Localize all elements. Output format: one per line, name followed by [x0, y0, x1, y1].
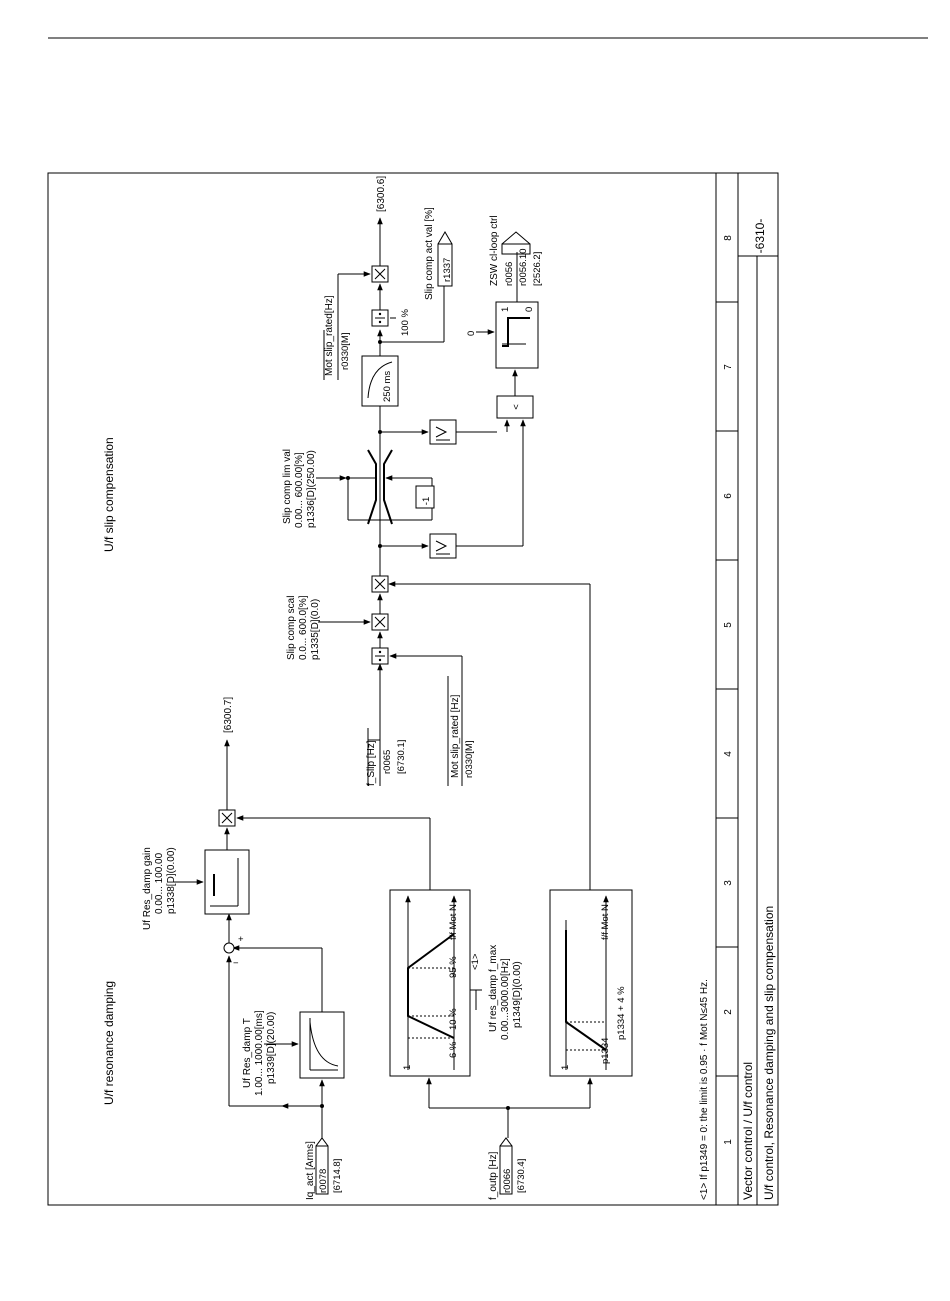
col-7: 7: [723, 364, 734, 370]
svg-text:Mot slip_rated [Hz]: Mot slip_rated [Hz]: [450, 694, 461, 778]
svg-text:p1349[D](0.00): p1349[D](0.00): [512, 961, 523, 1028]
footnote: <1> If p1349 = 0: the limit is 0.95 · f …: [699, 979, 710, 1200]
res-damp-profile-block: [389, 889, 471, 1077]
f-outp-input: f_outp [Hz] r0066 [6730.4]: [488, 1137, 527, 1200]
svg-text:0: 0: [466, 331, 477, 336]
col-4: 4: [723, 751, 734, 757]
svg-text:r1337: r1337: [442, 258, 453, 282]
svg-text:1: 1: [560, 1065, 571, 1070]
svg-text:Slip comp scal: Slip comp scal: [286, 596, 297, 660]
column-numbers: 1 2 3 4 5 6 7 8: [723, 235, 734, 1145]
svg-text:[6730.4]: [6730.4]: [516, 1159, 527, 1193]
svg-text:f/f Mot N: f/f Mot N: [448, 904, 459, 940]
negate-label: -1: [421, 497, 432, 505]
svg-text:[6730.1]: [6730.1]: [396, 740, 407, 774]
slip-comp-profile-block: [549, 889, 633, 1077]
svg-text:<1>: <1>: [470, 953, 481, 970]
plus-sign: +: [238, 934, 244, 945]
footer-title-2: U/f control, Resonance damping and slip …: [762, 906, 776, 1200]
col-3: 3: [723, 880, 734, 886]
trapezoid-curve: 1 6 % 10 % 95 % f/f Mot N: [402, 895, 459, 1070]
zsw-output: ZSW cl-loop ctrl r0056 r0056.10 [2526.2]: [489, 215, 543, 286]
svg-text:r0078: r0078: [318, 1169, 329, 1193]
svg-text:1.00... 1000.00[ms]: 1.00... 1000.00[ms]: [254, 1010, 265, 1096]
slip-comp-act-output: Slip comp act val [%] r1337: [424, 207, 453, 300]
svg-text:r0330[M]: r0330[M]: [464, 741, 475, 779]
svg-text:r0065: r0065: [382, 750, 393, 774]
col-1: 1: [723, 1139, 734, 1145]
svg-text:p1338[D](0.00): p1338[D](0.00): [166, 847, 177, 914]
svg-text:1: 1: [500, 307, 511, 312]
gain-block: [204, 849, 250, 915]
svg-text:ZSW cl-loop ctrl: ZSW cl-loop ctrl: [489, 215, 500, 286]
mot-slip-rated-input-b: Mot slip_rated[Hz] r0330[M]: [323, 295, 351, 380]
res-damp-fmax-param: <1> Uf res_damp f_max 0.00...3000.00[Hz]…: [470, 945, 523, 1040]
svg-text:f_Slip [Hz]: f_Slip [Hz]: [366, 740, 377, 786]
pt1-filter-block: [299, 1011, 345, 1079]
svg-text:p1335[D](0.0): p1335[D](0.0): [310, 599, 321, 660]
svg-text:<: <: [511, 404, 522, 410]
column-separators: [716, 301, 738, 1077]
ramp-curve: 1 p1334 p1334 + 4 % f/f Mot N: [560, 895, 627, 1070]
svg-text:r0066: r0066: [502, 1169, 513, 1193]
svg-text:95 %: 95 %: [448, 956, 459, 978]
mot-slip-rated-input-a: Mot slip_rated [Hz] r0330[M]: [447, 676, 475, 786]
svg-text:Iq_act [Arms]: Iq_act [Arms]: [305, 1141, 316, 1200]
svg-text:p1334: p1334: [600, 1038, 611, 1064]
svg-text:r0330[M]: r0330[M]: [340, 333, 351, 371]
iq-act-input: Iq_act [Arms] r0078 [6714.8]: [305, 1137, 343, 1200]
col-8: 8: [723, 235, 734, 241]
negate-block: [415, 485, 435, 509]
res-damp-output-ref: [6300.7]: [223, 697, 234, 733]
svg-text:r0056: r0056: [504, 262, 515, 286]
svg-text:Uf Res_damp gain: Uf Res_damp gain: [142, 847, 153, 930]
pct-100-label: 100 %: [400, 309, 411, 336]
col-6: 6: [723, 493, 734, 499]
svg-text:p1339[D](20.00): p1339[D](20.00): [266, 1012, 277, 1084]
svg-text:250 ms: 250 ms: [382, 371, 393, 402]
svg-text:6 %: 6 %: [448, 1041, 459, 1058]
svg-text:Slip comp lim val: Slip comp lim val: [282, 449, 293, 524]
svg-text:r0056.10: r0056.10: [518, 248, 529, 286]
svg-text:Mot slip_rated[Hz]: Mot slip_rated[Hz]: [324, 295, 335, 376]
svg-text:[6714.8]: [6714.8]: [332, 1159, 343, 1193]
svg-text:f/f Mot N: f/f Mot N: [600, 904, 611, 940]
svg-text:[2526.2]: [2526.2]: [532, 252, 543, 286]
f-slip-input: f_Slip [Hz] r0065 [6730.1]: [366, 728, 407, 786]
diagram-frame: [47, 172, 779, 1206]
svg-text:1: 1: [402, 1065, 413, 1070]
res-damp-t-param: Uf Res_damp T 1.00... 1000.00[ms] p1339[…: [242, 1010, 299, 1096]
svg-text:0: 0: [524, 307, 535, 312]
section-slip-compensation: U/f slip compensation: [102, 437, 116, 552]
svg-text:0.00...3000.00[Hz]: 0.00...3000.00[Hz]: [500, 958, 511, 1040]
compare-block-low: [429, 533, 457, 559]
footer-page-number: -6310-: [753, 219, 767, 254]
svg-text:p1336[D](250.00): p1336[D](250.00): [306, 450, 317, 528]
svg-text:0.00... 600.00[%]: 0.00... 600.00[%]: [294, 452, 305, 528]
svg-text:Uf Res_damp T: Uf Res_damp T: [242, 1018, 253, 1088]
col-5: 5: [723, 622, 734, 628]
svg-text:Slip comp act val [%]: Slip comp act val [%]: [424, 207, 435, 300]
slip-comp-lim-param: Slip comp lim val 0.00... 600.00[%] p133…: [282, 449, 347, 528]
slip-comp-limiter: [342, 449, 433, 525]
svg-text:0.00... 100.00: 0.00... 100.00: [154, 852, 165, 914]
sum-junction: [223, 942, 235, 954]
minus-sign: −: [233, 958, 239, 969]
svg-text:0.0... 600.0[%]: 0.0... 600.0[%]: [298, 595, 309, 660]
section-resonance-damping: U/f resonance damping: [102, 981, 116, 1105]
footer-title-1: Vector control / U/f control: [741, 1062, 755, 1200]
res-damp-gain-param: Uf Res_damp gain 0.00... 100.00 p1338[D]…: [142, 847, 204, 930]
svg-text:Uf res_damp f_max: Uf res_damp f_max: [488, 945, 499, 1032]
col-2: 2: [723, 1009, 734, 1015]
svg-text:10 %: 10 %: [448, 1008, 459, 1030]
svg-text:p1334 + 4 %: p1334 + 4 %: [616, 986, 627, 1040]
slip-comp-scal-param: Slip comp scal 0.0... 600.0[%] p1335[D](…: [286, 595, 371, 660]
svg-text:f_outp [Hz]: f_outp [Hz]: [488, 1151, 499, 1200]
slip-output-ref: [6300.6]: [376, 176, 387, 212]
